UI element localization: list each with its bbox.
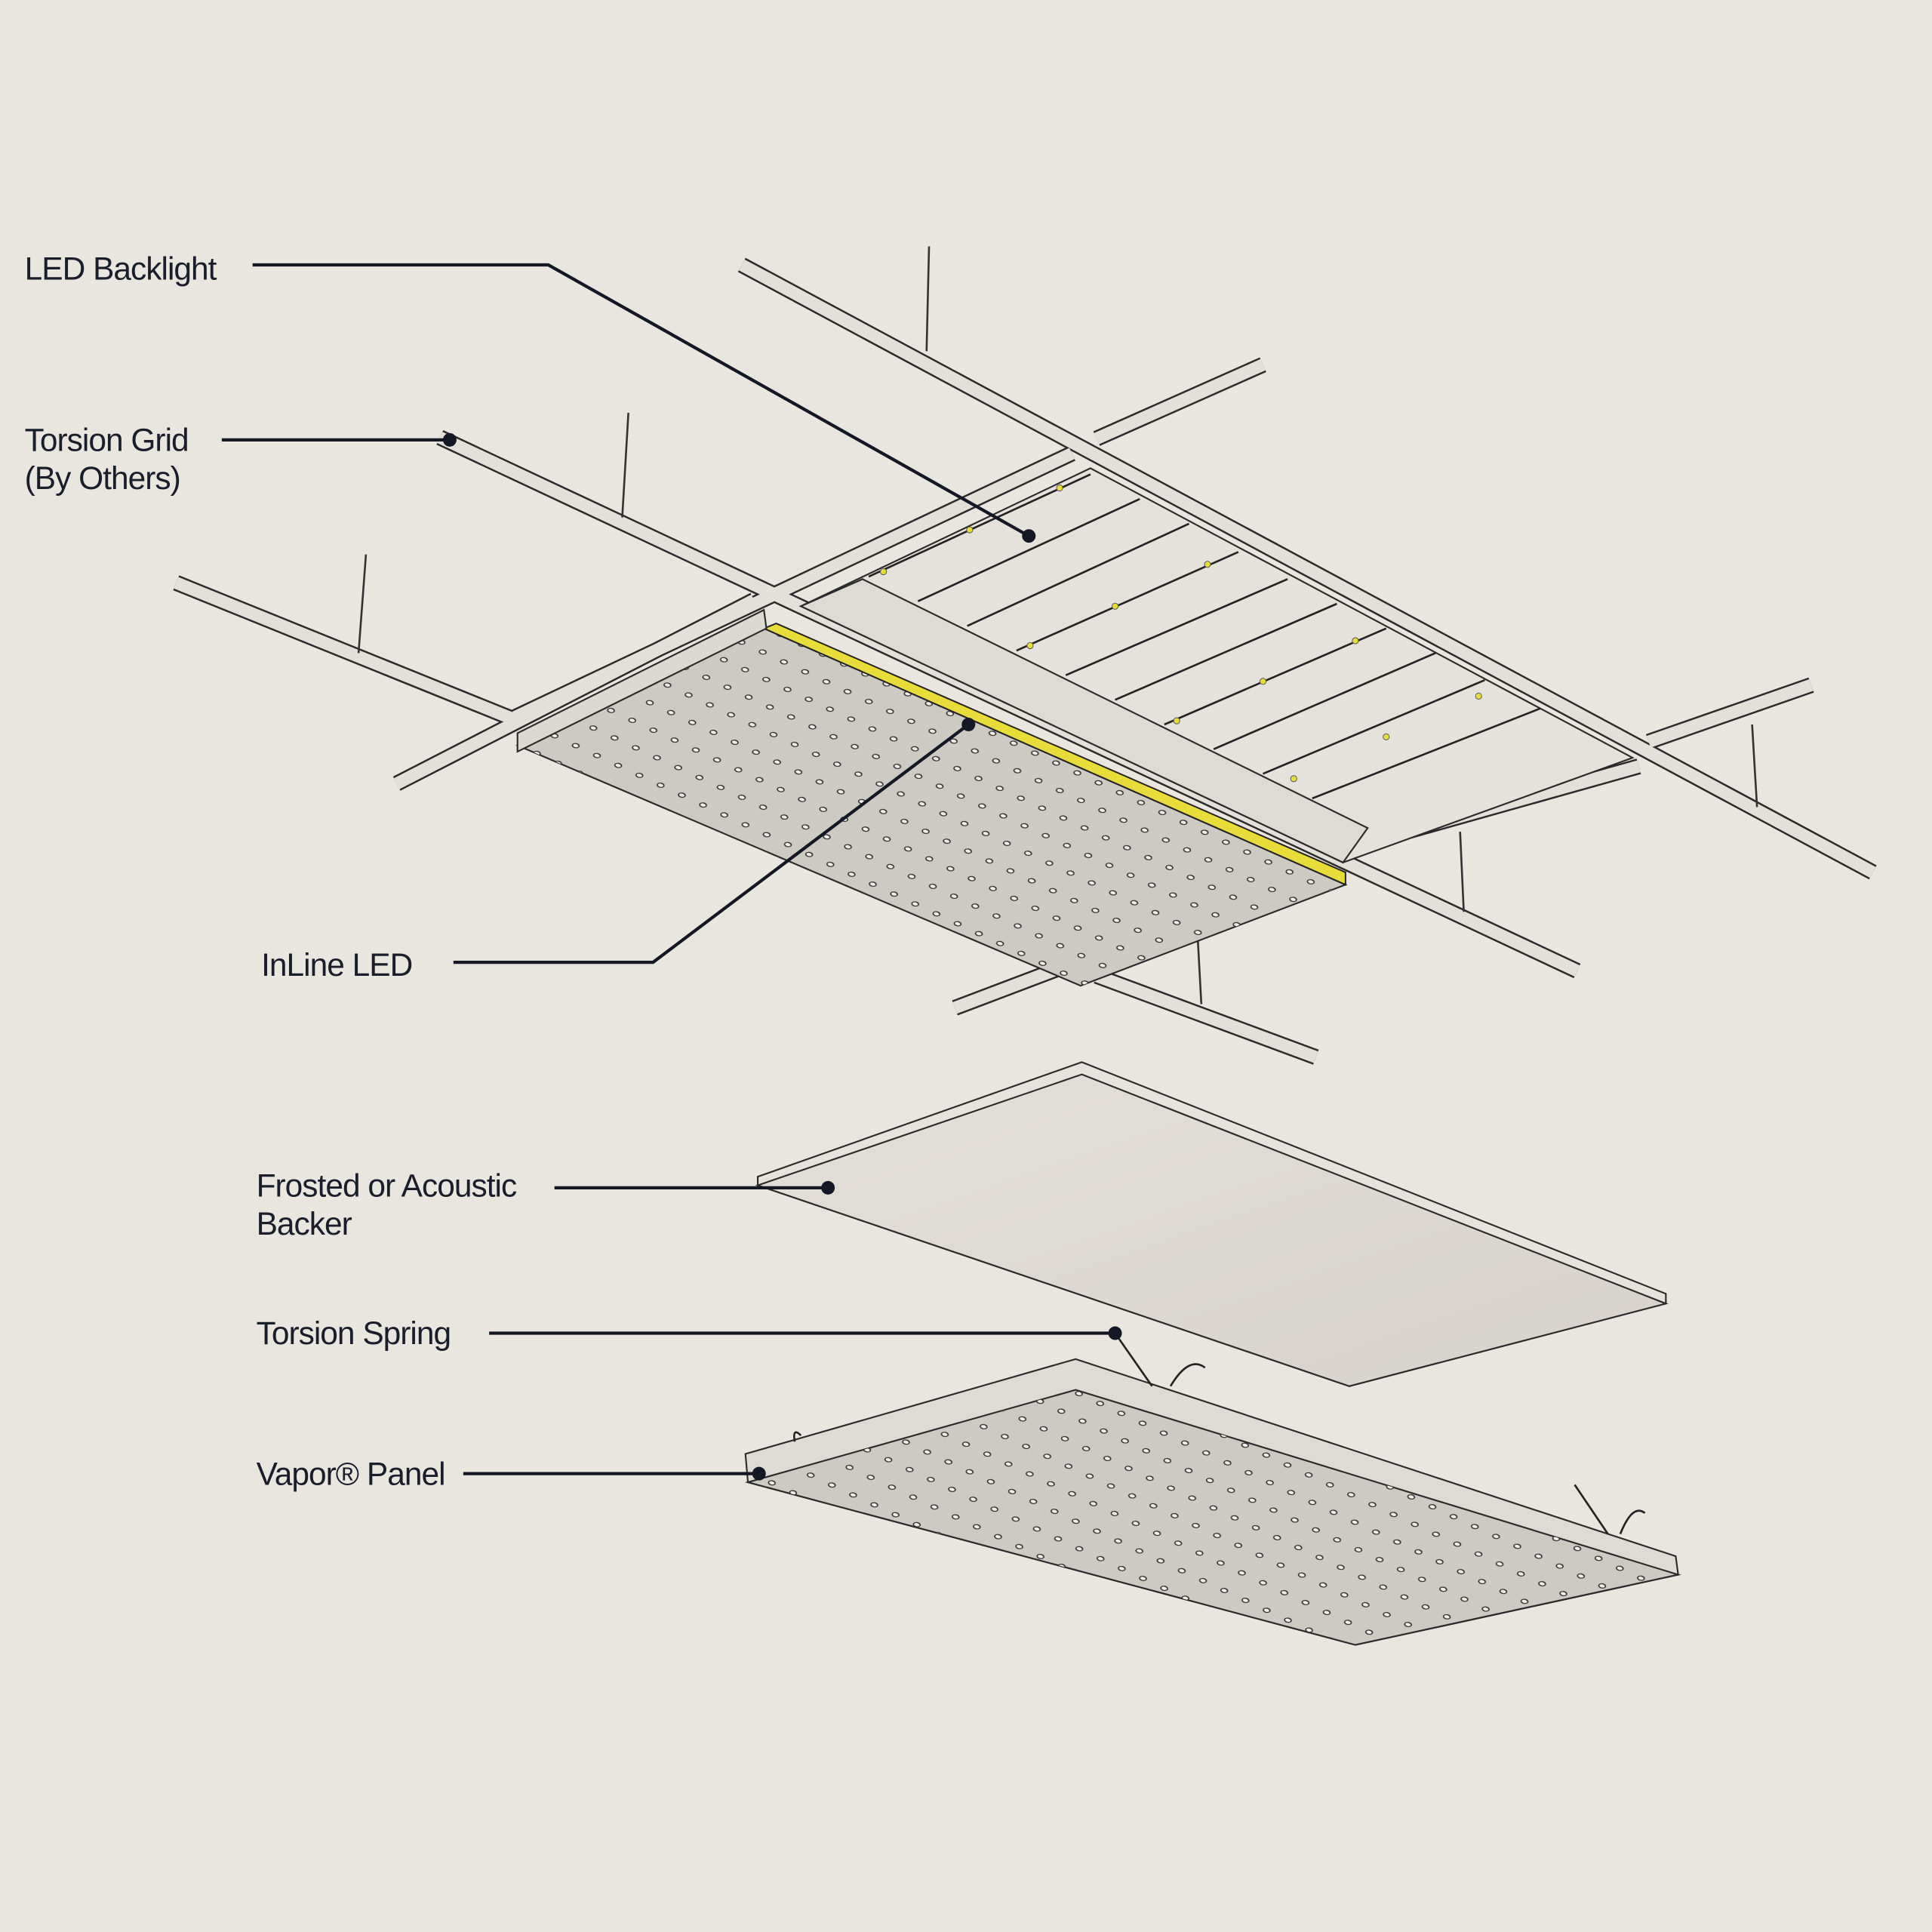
label-text: Backer (257, 1206, 352, 1241)
label-torsion-grid: Torsion Grid (By Others) (25, 423, 457, 496)
inline-led-panel (515, 608, 1348, 987)
label-led-backlight: LED Backlight (25, 251, 1036, 543)
label-text: Frosted or Acoustic (257, 1168, 517, 1203)
vapor-panel (744, 1332, 1681, 1646)
label-text: Torsion Spring (257, 1315, 451, 1351)
label-backer: Frosted or Acoustic Backer (257, 1168, 835, 1241)
inline-led-strip (761, 623, 1346, 886)
acoustic-backer (755, 1061, 1669, 1387)
label-torsion-spring: Torsion Spring (257, 1315, 1122, 1351)
label-text: Vapor® Panel (257, 1456, 445, 1491)
torsion-spring-icon (793, 1332, 1646, 1535)
led-backlight-tray (798, 467, 1635, 864)
label-text: InLine LED (261, 947, 412, 983)
label-inline-led: InLine LED (261, 718, 976, 983)
label-text: (By Others) (25, 460, 180, 496)
label-text: Torsion Grid (25, 423, 189, 458)
label-text: LED Backlight (25, 251, 217, 287)
label-vapor-panel: Vapor® Panel (257, 1456, 766, 1491)
